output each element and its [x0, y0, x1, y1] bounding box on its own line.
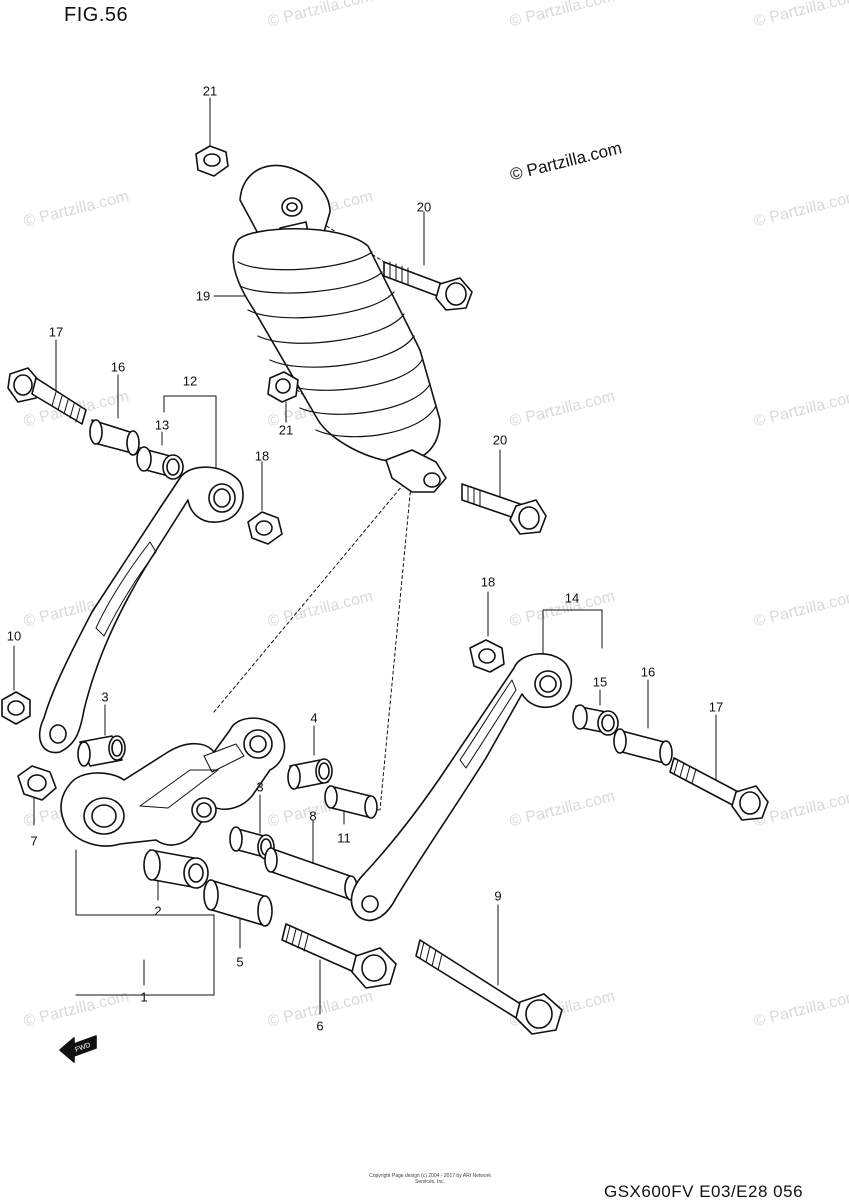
cushion-lever-nut [1, 691, 31, 725]
shock-mount-nut-upper [195, 145, 229, 177]
callout-16: 16 [640, 664, 656, 680]
lever-mount-nut [17, 765, 57, 801]
spacer-short [324, 785, 378, 819]
callout-13: 13 [154, 417, 170, 433]
copyright-note: Copyright Page design (c) 2004 - 2017 by… [369, 1173, 491, 1185]
bearing-right [572, 704, 619, 736]
spacer-left [89, 419, 140, 456]
cushion-rod-nut-right [469, 639, 505, 673]
callout-20: 20 [492, 432, 508, 448]
callout-3: 3 [101, 689, 109, 705]
rear-shock-absorber [232, 164, 447, 493]
bearing-right-upper [287, 758, 333, 790]
spacer-long [264, 847, 358, 901]
callout-18: 18 [480, 574, 496, 590]
shock-mount-bolt-lower [461, 483, 547, 535]
callout-1: 1 [140, 989, 148, 1005]
cushion-rod-bolt-left [7, 367, 87, 425]
callout-21: 21 [278, 422, 294, 438]
callout-7: 7 [30, 833, 38, 849]
cushion-lever-bolt-short [281, 923, 397, 989]
cushion-lever [60, 717, 286, 847]
spacer-medium [203, 879, 273, 927]
front-direction-arrow-icon: FWD [59, 1035, 97, 1063]
cushion-rod-bolt-right [669, 757, 769, 821]
spacer-right [613, 728, 673, 766]
callout-20: 20 [416, 199, 432, 215]
shock-mount-nut-lower [267, 371, 299, 403]
bearing-upper [77, 735, 126, 767]
callout-9: 9 [494, 888, 502, 904]
cushion-rod-nut-left [247, 511, 283, 545]
bearing-large [143, 849, 209, 889]
figure-title: FIG.56 [64, 4, 129, 26]
cushion-rod-right [350, 653, 573, 922]
shock-mount-bolt-upper [383, 261, 473, 311]
callout-10: 10 [6, 628, 22, 644]
callout-2: 2 [154, 903, 162, 919]
callout-3: 3 [256, 779, 264, 795]
bearing-lower [229, 826, 275, 860]
callout-16: 16 [110, 359, 126, 375]
callout-5: 5 [236, 954, 244, 970]
diagram-code: GSX600FV E03/E28 056 [604, 1182, 804, 1201]
callout-19: 19 [195, 288, 211, 304]
callout-6: 6 [316, 1018, 324, 1034]
callout-18: 18 [254, 448, 270, 464]
callout-17: 17 [48, 324, 64, 340]
callout-14: 14 [564, 590, 580, 606]
bearing-left [136, 446, 184, 480]
callout-11: 11 [337, 830, 351, 846]
cushion-lever-bolt-long [415, 939, 563, 1035]
callout-12: 12 [182, 373, 198, 389]
cushion-rod-left [38, 466, 244, 754]
callout-15: 15 [592, 674, 608, 690]
callout-4: 4 [310, 710, 318, 726]
callout-17: 17 [708, 699, 724, 715]
callout-8: 8 [309, 808, 317, 824]
callout-21: 21 [202, 83, 218, 99]
